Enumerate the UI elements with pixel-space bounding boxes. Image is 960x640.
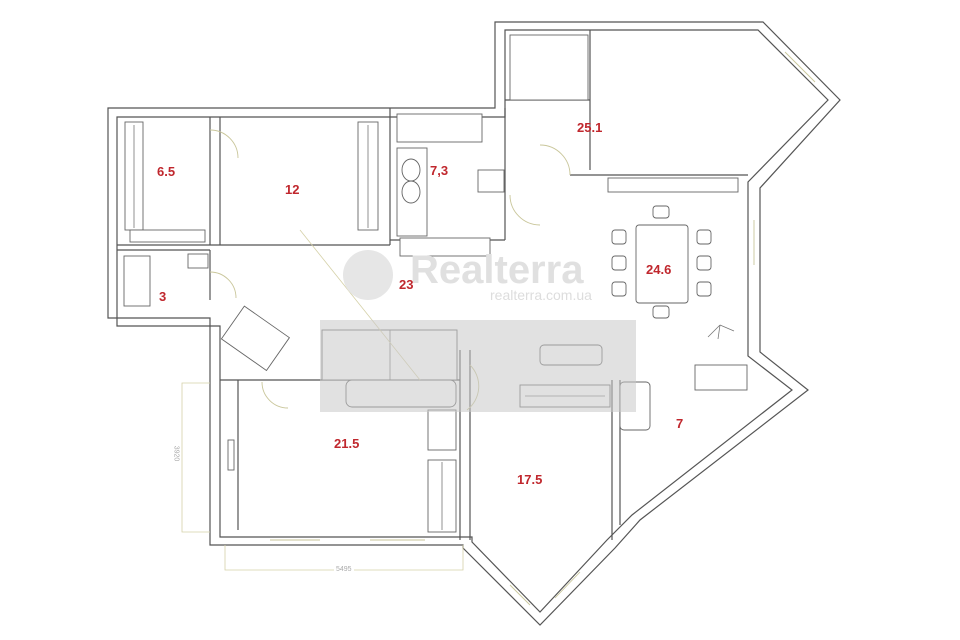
watermark-url: realterra.com.ua bbox=[490, 287, 592, 303]
room-area-label: 24.6 bbox=[646, 262, 672, 277]
room-area-label: 3 bbox=[159, 289, 167, 304]
room-area-label: 7 bbox=[676, 416, 684, 431]
outer-wall bbox=[107, 21, 841, 626]
room-area-label: 12 bbox=[285, 182, 300, 197]
windows bbox=[270, 51, 816, 606]
room-area-label: 25.1 bbox=[577, 120, 603, 135]
watermark-logo-icon bbox=[343, 250, 393, 300]
watermark-band bbox=[320, 320, 636, 412]
inner-wall bbox=[116, 29, 829, 613]
room-area-label: 17.5 bbox=[517, 472, 543, 487]
bathroom-fixtures bbox=[123, 113, 505, 307]
watermark-brand: Realterra bbox=[410, 248, 584, 292]
room-area-label: 21.5 bbox=[334, 436, 360, 451]
dimension-vertical: 3920 bbox=[172, 445, 180, 462]
room-area-label: 6.5 bbox=[157, 164, 176, 179]
room-area-label: 23 bbox=[399, 277, 414, 292]
dining-set bbox=[509, 34, 748, 391]
room-area-label: 7,3 bbox=[430, 163, 449, 178]
dimension-horizontal: 5495 bbox=[334, 566, 354, 573]
